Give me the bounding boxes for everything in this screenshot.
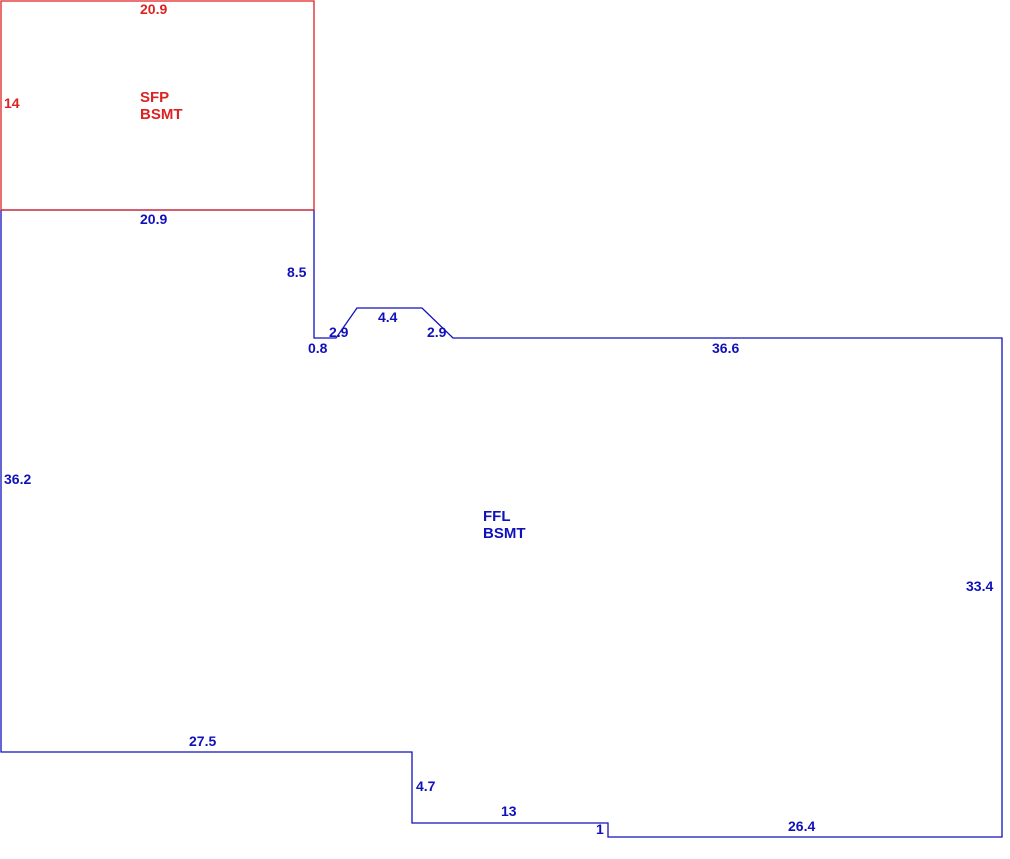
ffl-area-label-line1: FFL xyxy=(483,508,511,525)
ffl-bottom-right-dimension: 26.4 xyxy=(788,818,815,834)
ffl-bottom-left-dimension: 27.5 xyxy=(189,733,216,749)
ffl-bay-right-dimension: 2.9 xyxy=(427,324,447,340)
sfp-top-dimension: 20.9 xyxy=(140,1,167,17)
ffl-bottom-step-dimension: 4.7 xyxy=(416,778,436,794)
sfp-area-label-line1: SFP xyxy=(140,89,169,106)
sfp-left-dimension: 14 xyxy=(4,95,20,111)
ffl-area-label-line2: BSMT xyxy=(483,525,526,542)
ffl-bottom-middle-dimension: 13 xyxy=(501,803,517,819)
ffl-step-down-dimension: 8.5 xyxy=(287,264,307,280)
ffl-right-dimension: 33.4 xyxy=(966,578,993,594)
ffl-basement-outline xyxy=(0,209,1003,838)
ffl-bay-left-dimension: 2.9 xyxy=(329,324,349,340)
ffl-jog-dimension: 0.8 xyxy=(308,340,328,356)
sfp-area-label-line2: BSMT xyxy=(140,106,183,123)
sfp-basement-outline xyxy=(0,0,315,211)
ffl-left-dimension: 36.2 xyxy=(4,471,31,487)
ffl-bay-top-dimension: 4.4 xyxy=(378,309,398,325)
ffl-top-right-dimension: 36.6 xyxy=(712,340,739,356)
ffl-top-left-dimension: 20.9 xyxy=(140,211,167,227)
ffl-bottom-jog-dimension: 1 xyxy=(596,821,604,837)
